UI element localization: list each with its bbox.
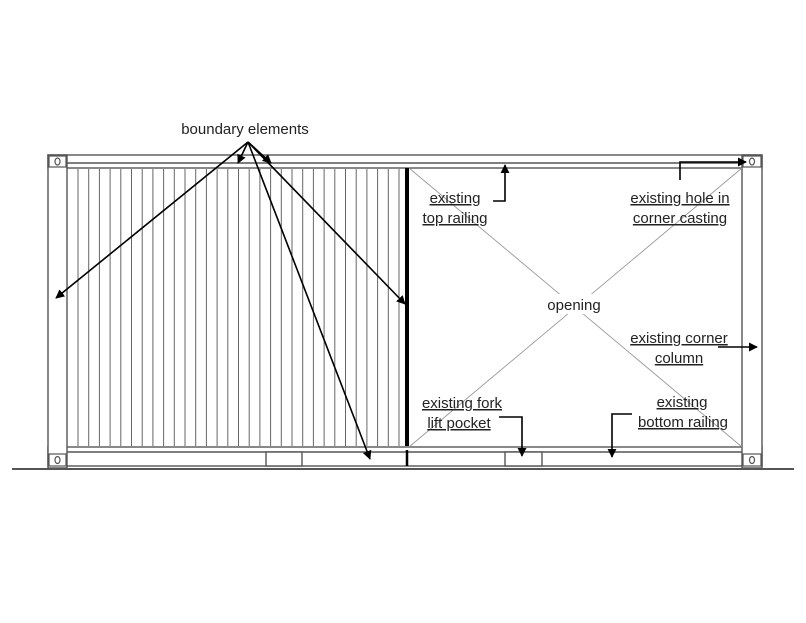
label-corner-column-line1: existing corner	[630, 330, 728, 347]
label-corner-hole-line2: corner casting	[633, 210, 727, 227]
corrugated-wall-panel	[77, 169, 400, 446]
fork-lift-pocket-left	[265, 451, 303, 467]
label-opening-bg	[540, 294, 608, 314]
label-corner-hole-line1: existing hole in	[630, 190, 729, 207]
right-corner-post	[741, 154, 763, 469]
left-corner-post	[47, 154, 68, 469]
container-frame	[47, 154, 763, 469]
arrow-bottom-railing	[607, 413, 632, 458]
arrow-boundary-1	[237, 141, 249, 164]
label-fork-pocket-line2: lift pocket	[427, 415, 491, 432]
label-bottom-railing-line1: existing	[657, 394, 708, 411]
corner-castings	[48, 155, 762, 467]
arrow-boundary-2	[55, 141, 249, 299]
arrow-boundary-4	[247, 141, 406, 305]
top-rail	[47, 154, 763, 169]
label-boundary-elements: boundary elements	[181, 121, 309, 138]
label-top-railing-line2: top railing	[422, 210, 487, 227]
label-top-railing-line1: existing	[430, 190, 481, 207]
label-bottom-railing-line2: bottom railing	[638, 414, 728, 431]
arrow-top-railing	[493, 164, 510, 202]
leader-arrows	[55, 141, 758, 460]
label-opening: opening	[547, 297, 600, 314]
label-corner-column-line2: column	[655, 350, 703, 367]
fork-lift-pocket-right	[504, 451, 543, 467]
arrow-corner-hole	[679, 157, 747, 180]
arrow-fork-pocket	[499, 416, 527, 457]
label-fork-pocket-line1: existing fork	[422, 395, 503, 412]
arrow-boundary-5	[247, 141, 372, 460]
fork-lift-pockets	[265, 451, 543, 467]
bottom-rail	[47, 446, 763, 467]
